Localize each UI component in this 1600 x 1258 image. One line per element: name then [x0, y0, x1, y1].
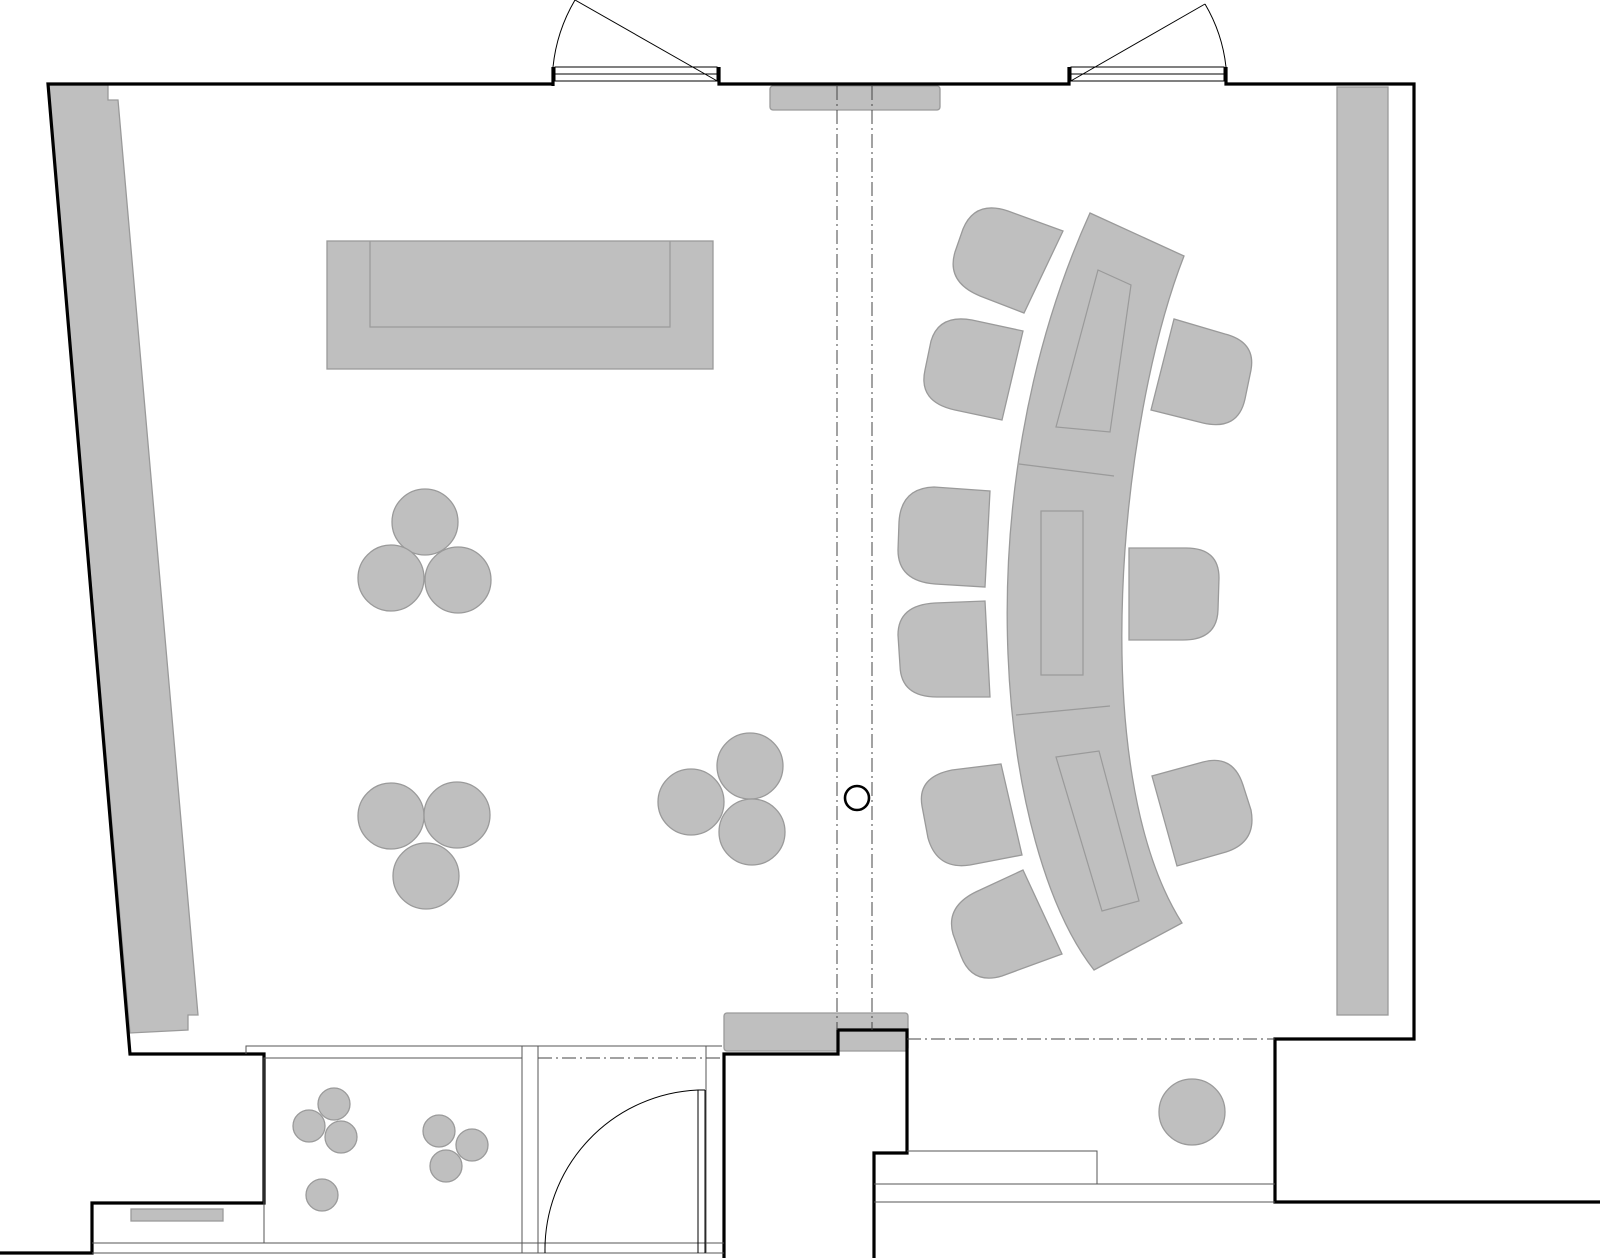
wall-blocks [47, 84, 1389, 1052]
lobby-bench [130, 1208, 224, 1222]
chair [952, 207, 1064, 314]
top-wall-mid [717, 67, 1071, 86]
chair [897, 600, 991, 698]
stool-cluster-2 [357, 781, 491, 910]
left-wall-block [47, 84, 199, 1034]
guide-lines [538, 86, 1275, 1059]
chair [923, 318, 1024, 421]
top-wall-right [1224, 67, 1600, 1204]
chairs [897, 207, 1253, 979]
chair [1150, 318, 1253, 426]
chair [951, 869, 1063, 979]
chair [1151, 759, 1253, 867]
stool-cluster-3 [657, 732, 786, 866]
chair [920, 763, 1023, 867]
column-marker [843, 784, 871, 812]
alcove-stool [1158, 1078, 1226, 1146]
bottom-wall-pad [723, 1012, 909, 1052]
window-right-sash [1068, 3, 1206, 83]
alcove [874, 1078, 1275, 1203]
window-left-sash [574, 0, 720, 83]
lobby [92, 1045, 724, 1254]
stool-cluster-1 [357, 488, 492, 614]
windows [552, 0, 1227, 83]
chair [1128, 547, 1220, 641]
right-wall-block [1336, 86, 1389, 1016]
sofa [326, 240, 714, 370]
top-wall-pad [769, 85, 941, 111]
central-wall-stub [722, 1028, 909, 1258]
curved-conference-table [1006, 212, 1185, 971]
table-top [1006, 212, 1185, 971]
chair [897, 486, 991, 588]
door-swing [544, 1089, 699, 1254]
